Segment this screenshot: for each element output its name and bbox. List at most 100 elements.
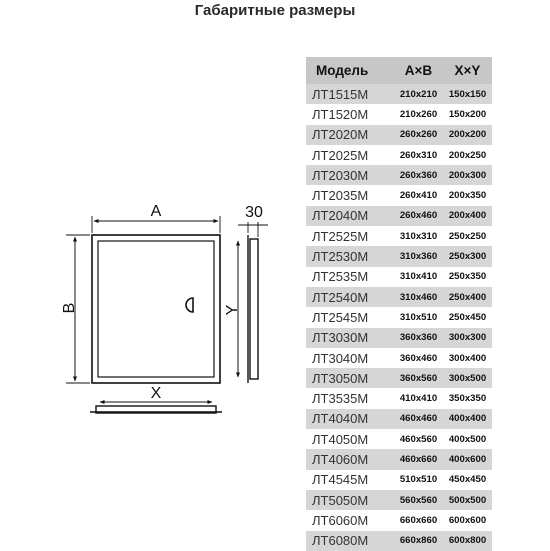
model-cell: ЛТ1515М	[312, 86, 369, 102]
table-header: Модель A×B X×Y	[306, 57, 492, 84]
label-x: X	[151, 385, 162, 402]
table-row: ЛТ3535М 410x410 350x350	[306, 388, 492, 408]
xy-cell: 200x250	[448, 149, 487, 161]
ab-cell: 360x460	[399, 352, 438, 364]
ab-cell: 260x410	[399, 190, 438, 202]
label-depth: 30	[245, 204, 263, 221]
ab-cell: 210x210	[399, 88, 438, 100]
model-cell: ЛТ3535М	[312, 391, 369, 407]
xy-cell: 200x400	[448, 210, 487, 222]
model-cell: ЛТ2025М	[312, 147, 369, 163]
ab-cell: 260x360	[399, 169, 438, 181]
table-row: ЛТ2525М 310x310 250x250	[306, 226, 492, 246]
ab-cell: 360x560	[399, 372, 438, 384]
lock-icon	[185, 297, 194, 313]
dimension-drawing: A B X Y 30	[61, 203, 268, 414]
ab-cell: 310x410	[399, 271, 438, 283]
table-row: ЛТ2040М 260x460 200x400	[306, 205, 492, 227]
model-cell: ЛТ3050М	[312, 370, 369, 386]
ab-cell: 510x510	[399, 474, 438, 486]
model-cell: ЛТ2545М	[312, 309, 369, 325]
xy-cell: 150x150	[448, 88, 487, 100]
model-cell: ЛТ3040М	[312, 350, 369, 366]
table-row: ЛТ4050М 460x560 400x500	[306, 429, 492, 449]
ab-cell: 560x560	[399, 494, 438, 506]
model-cell: ЛТ6080М	[312, 533, 369, 549]
ab-cell: 460x460	[399, 413, 438, 425]
xy-cell: 150x200	[448, 108, 487, 120]
model-cell: ЛТ4060М	[312, 451, 369, 467]
xy-cell: 450x450	[448, 474, 487, 486]
ab-cell: 410x410	[399, 393, 438, 405]
ab-cell: 660x860	[399, 535, 438, 547]
xy-cell: 250x350	[448, 271, 487, 283]
xy-cell: 300x400	[448, 352, 487, 364]
model-cell: ЛТ2040М	[312, 208, 369, 224]
ab-cell: 310x310	[399, 230, 438, 242]
model-cell: ЛТ4545М	[312, 472, 369, 488]
table-row: ЛТ3050М 360x560 300x500	[306, 368, 492, 389]
ab-cell: 260x460	[399, 210, 438, 222]
ab-cell: 460x660	[399, 453, 438, 465]
header-xy: X×Y	[454, 63, 481, 78]
table-row: ЛТ4040М 460x460 400x400	[306, 408, 492, 430]
model-cell: ЛТ6060М	[312, 512, 369, 528]
model-cell: ЛТ3030М	[312, 330, 369, 346]
table-row: ЛТ3040М 360x460 300x400	[306, 348, 492, 368]
label-b: B	[61, 303, 78, 314]
xy-cell: 200x350	[448, 190, 487, 202]
xy-cell: 350x350	[448, 393, 487, 405]
table-row: ЛТ1515М 210x210 150x150	[306, 84, 492, 105]
ab-cell: 260x260	[399, 129, 438, 141]
xy-cell: 250x450	[448, 311, 487, 323]
label-a: A	[151, 203, 162, 220]
ab-cell: 310x460	[399, 291, 438, 303]
table-row: ЛТ4545М 510x510 450x450	[306, 470, 492, 490]
model-cell: ЛТ5050М	[312, 492, 369, 508]
xy-cell: 400x400	[448, 413, 487, 425]
model-cell: ЛТ2525М	[312, 228, 369, 244]
header-model: Модель	[316, 63, 369, 78]
model-cell: ЛТ4050М	[312, 431, 369, 447]
ab-cell: 360x360	[399, 332, 438, 344]
ab-cell: 310x360	[399, 251, 438, 263]
xy-cell: 300x300	[448, 332, 487, 344]
table-row: ЛТ3030М 360x360 300x300	[306, 327, 492, 348]
model-cell: ЛТ2540М	[312, 289, 369, 305]
hatch-side-profile	[249, 238, 259, 380]
xy-cell: 200x300	[448, 169, 487, 181]
xy-cell: 250x400	[448, 291, 487, 303]
xy-cell: 600x600	[448, 514, 487, 526]
ab-cell: 660x660	[399, 514, 438, 526]
xy-cell: 600x800	[448, 535, 487, 547]
xy-cell: 400x600	[448, 453, 487, 465]
xy-cell: 400x500	[448, 433, 487, 445]
table-row: ЛТ4060М 460x660 400x600	[306, 449, 492, 470]
hatch-door-panel	[97, 240, 215, 378]
model-cell: ЛТ2530М	[312, 249, 369, 265]
ab-cell: 460x560	[399, 433, 438, 445]
ab-cell: 310x510	[399, 311, 438, 323]
ab-cell: 260x310	[399, 149, 438, 161]
model-cell: ЛТ1520М	[312, 106, 369, 122]
header-ab: A×B	[404, 63, 433, 78]
table-row: ЛТ2025М 260x310 200x250	[306, 145, 492, 165]
model-cell: ЛТ4040М	[312, 411, 369, 427]
model-cell: ЛТ2020М	[312, 127, 369, 143]
xy-cell: 500x500	[448, 494, 487, 506]
table-row: ЛТ1520М 210x260 150x200	[306, 104, 492, 124]
xy-cell: 250x250	[448, 230, 487, 242]
model-cell: ЛТ2035М	[312, 188, 369, 204]
hatch-bottom-profile	[95, 405, 217, 414]
label-y: Y	[224, 304, 241, 315]
table-row: ЛТ2030М 260x360 200x300	[306, 165, 492, 186]
table-row: ЛТ6060М 660x660 600x600	[306, 510, 492, 530]
ab-cell: 210x260	[399, 108, 438, 120]
model-cell: ЛТ2030М	[312, 167, 369, 183]
xy-cell: 300x500	[448, 372, 487, 384]
